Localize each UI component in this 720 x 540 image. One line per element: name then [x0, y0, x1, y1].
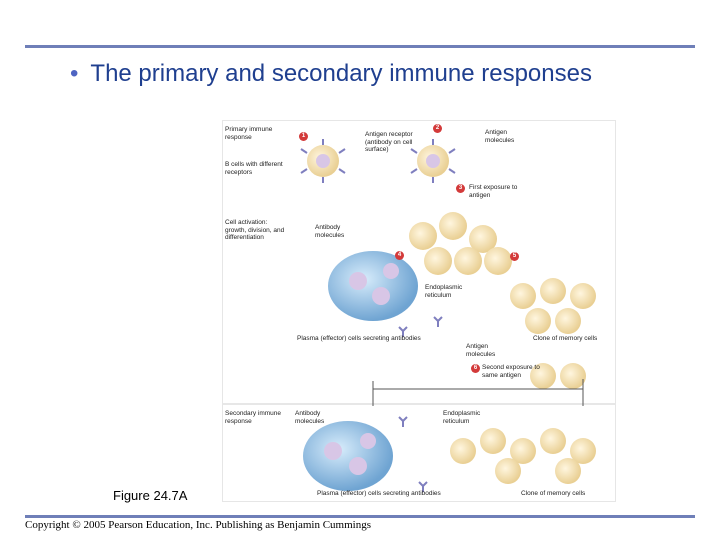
antigen-receptor-label: Antigen receptor (antibody on cell surfa…: [365, 131, 413, 153]
antibody-molecules-label: Antibody molecules: [315, 224, 345, 239]
proliferating-cells: [409, 212, 512, 275]
figure-artwork: [223, 139, 615, 492]
plasma-cells-label: Plasma (effector) cells secreting antibo…: [297, 335, 421, 342]
memory-cells-primary: [510, 278, 596, 334]
step-1-badge: 1: [299, 132, 308, 141]
antigen-molecules-label-2: Antigen molecules: [466, 343, 496, 358]
memory-cells-secondary: [450, 428, 596, 484]
step-6-badge: 6: [471, 364, 480, 373]
second-exposure-label: Second exposure to same antigen: [482, 364, 540, 379]
surface-antibodies: [300, 139, 456, 183]
b-cells-label: B cells with different receptors: [225, 161, 283, 176]
flow-arrows: [372, 379, 584, 406]
figure-caption: Figure 24.7A: [113, 488, 188, 503]
er-label: Endoplasmic reticulum: [425, 284, 463, 299]
cell-activation-label: Cell activation: growth, division, and d…: [225, 219, 285, 241]
immune-response-figure: Primary immune response B cells with dif…: [222, 120, 616, 502]
free-antibodies: [398, 316, 443, 492]
slide-title: • The primary and secondary immune respon…: [70, 60, 592, 88]
step-4-badge: 4: [395, 251, 404, 260]
bottom-rule: [25, 515, 695, 518]
step-5-badge: 5: [510, 252, 519, 261]
title-bullet: •: [70, 60, 79, 87]
primary-response-label: Primary immune response: [225, 126, 273, 141]
title-text: The primary and secondary immune respons…: [90, 60, 592, 87]
er-label-2: Endoplasmic reticulum: [443, 410, 481, 425]
memory-cells-label: Clone of memory cells: [533, 335, 598, 342]
second-exposure-cells: [530, 363, 586, 389]
first-exposure-label: First exposure to antigen: [469, 184, 518, 199]
plasma-cells-primary: [328, 251, 418, 321]
antigen-molecules-label: Antigen molecules: [485, 129, 515, 144]
memory-cells-label-2: Clone of memory cells: [521, 490, 586, 497]
b-cell-row: [307, 145, 449, 177]
antibody-molecules-label-2: Antibody molecules: [295, 410, 325, 425]
copyright-notice: Copyright © 2005 Pearson Education, Inc.…: [25, 519, 371, 531]
secondary-response-label: Secondary immune response: [225, 410, 281, 425]
top-rule: [25, 45, 695, 48]
plasma-cells-label-2: Plasma (effector) cells secreting antibo…: [317, 490, 441, 497]
step-2-badge: 2: [433, 124, 442, 133]
plasma-cells-secondary: [303, 421, 393, 491]
step-3-badge: 3: [456, 184, 465, 193]
